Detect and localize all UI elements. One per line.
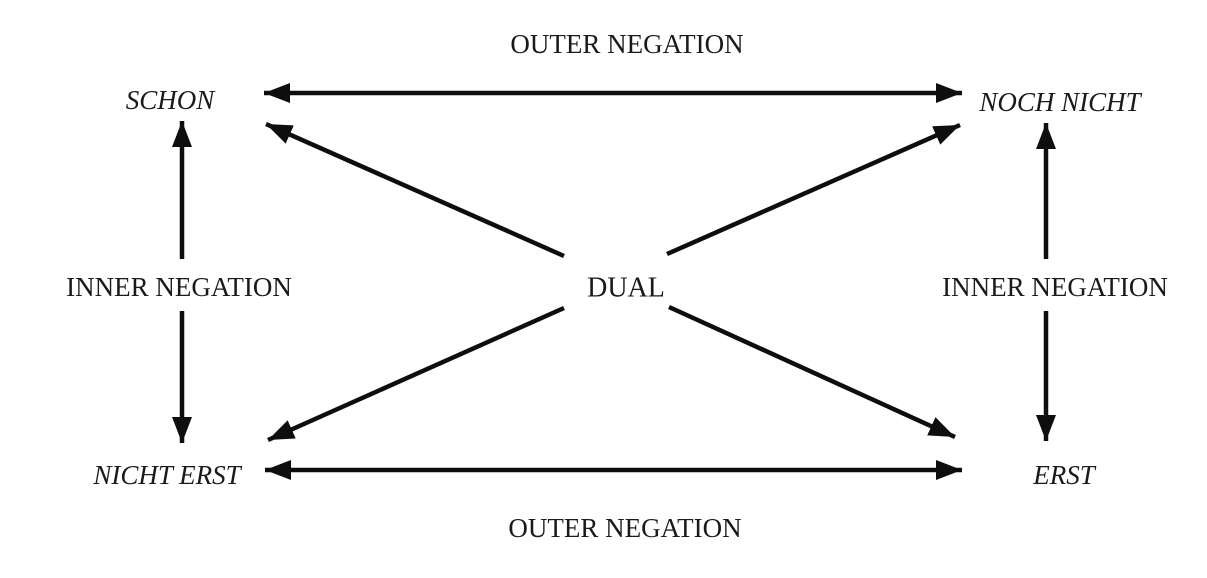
arrow-dual-to-noch-nicht — [666, 122, 961, 257]
outer-negation-label-bottom: OUTER NEGATION — [508, 513, 742, 544]
node-noch-nicht: NOCH NICHT — [979, 87, 1141, 118]
node-schon: SCHON — [125, 85, 215, 116]
arrow-dual-to-erst — [668, 304, 956, 440]
inner-negation-label-right: INNER NEGATION — [942, 272, 1168, 303]
node-nicht-erst: NICHT ERST — [93, 460, 241, 491]
inner-negation-label-left: INNER NEGATION — [66, 272, 292, 303]
outer-negation-label-top: OUTER NEGATION — [510, 29, 744, 60]
arrow-dual-to-schon — [265, 121, 565, 259]
arrow-dual-to-nicht-erst — [267, 305, 565, 443]
node-erst: ERST — [1033, 460, 1095, 491]
node-dual: DUAL — [587, 272, 665, 304]
